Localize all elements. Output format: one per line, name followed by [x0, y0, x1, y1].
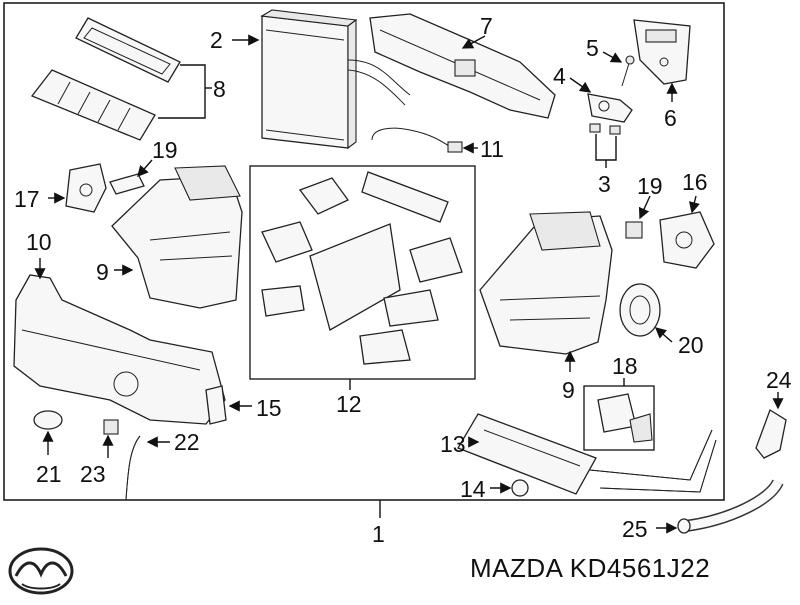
- part-heater-case-right: [479, 211, 613, 355]
- part-bracket-plate: [633, 19, 691, 85]
- part-heater-case-upper: [111, 165, 243, 309]
- callout-6: 6: [664, 105, 677, 131]
- subassembly-box-12: [249, 165, 476, 380]
- part-connector-15: [205, 385, 227, 425]
- callout-10: 10: [26, 229, 52, 255]
- part-cabin-filter-lower: [30, 69, 156, 141]
- part-connector: [109, 173, 145, 195]
- callout-16: 16: [682, 169, 708, 195]
- part-cabin-filter-upper: [75, 17, 181, 83]
- part-blend-actuator: [659, 211, 715, 269]
- callout-11: 11: [480, 136, 504, 162]
- part-heater-case-lower: [13, 274, 226, 425]
- part-grommet: [33, 410, 63, 430]
- part-number-label: MAZDA KD4561J22: [470, 553, 711, 583]
- part-actuator-small: [587, 93, 633, 123]
- callout-19b: 19: [637, 173, 663, 199]
- callout-14: 14: [460, 476, 486, 502]
- assembly-frame: [3, 2, 725, 501]
- part-drain-clip: [103, 419, 119, 435]
- part-sensor-19: [625, 221, 643, 239]
- callout-21: 21: [36, 461, 62, 487]
- part-blower-wheel: [619, 283, 661, 337]
- callout-8: 8: [213, 76, 226, 102]
- part-screw: [621, 55, 635, 87]
- callout-23: 23: [80, 461, 106, 487]
- callout-20: 20: [678, 332, 704, 358]
- part-connector-24: [755, 409, 787, 459]
- callout-18: 18: [612, 353, 638, 379]
- callout-15: 15: [256, 395, 282, 421]
- callout-25: 25: [622, 516, 648, 542]
- callout-19a: 19: [152, 137, 178, 163]
- part-clips: [589, 123, 621, 135]
- callout-13: 13: [440, 431, 466, 457]
- part-heater-core: [457, 413, 717, 495]
- callout-1: 1: [372, 521, 385, 547]
- part-fastener-14: [511, 479, 529, 497]
- callout-3: 3: [598, 171, 611, 197]
- mazda-logo-icon: [8, 547, 74, 595]
- part-temperature-sensor: [371, 127, 463, 153]
- part-air-duct: [369, 13, 556, 119]
- callout-5: 5: [586, 35, 599, 61]
- callout-9b: 9: [562, 377, 575, 403]
- callout-7: 7: [480, 13, 493, 39]
- callout-9a: 9: [96, 259, 109, 285]
- callout-17: 17: [14, 186, 40, 212]
- callout-4: 4: [553, 63, 566, 89]
- callout-12: 12: [336, 391, 362, 417]
- subassembly-box-18: [583, 385, 655, 451]
- callout-24: 24: [766, 367, 792, 393]
- callout-2: 2: [210, 27, 223, 53]
- part-drain-hose: [125, 435, 141, 501]
- part-heater-hose: [677, 478, 784, 534]
- part-evaporator-core: [260, 9, 411, 150]
- part-mode-actuator: [65, 163, 107, 213]
- part-resistor: [597, 393, 653, 443]
- callout-22: 22: [174, 429, 200, 455]
- part-door-kit: [261, 171, 463, 365]
